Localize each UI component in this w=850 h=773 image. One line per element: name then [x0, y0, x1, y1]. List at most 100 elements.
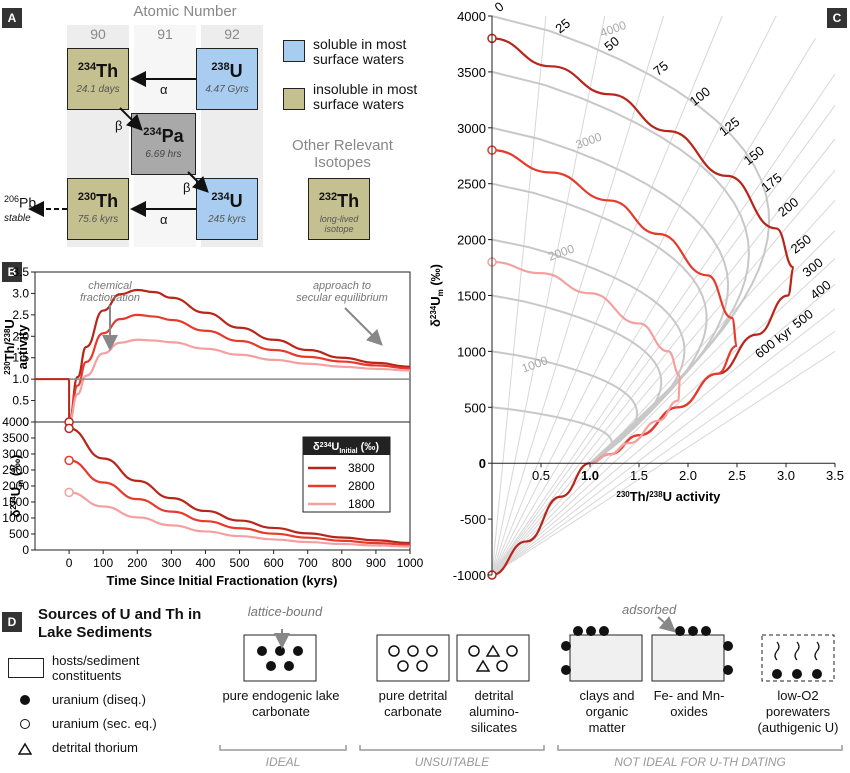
isochron-line — [491, 105, 836, 576]
th232-note: long-lived isotope — [319, 214, 359, 234]
isochron-line — [491, 230, 836, 576]
th234-box: 234Th 24.1 days — [67, 48, 129, 110]
delta-start-point-2800 — [64, 455, 74, 466]
legend-det-th-text: detrital thorium — [52, 740, 138, 755]
age-label: 250 — [788, 231, 814, 256]
age-label: 300 — [799, 255, 825, 280]
c-ytick-label: -500 — [460, 512, 486, 527]
c-ytick-label: 3000 — [457, 121, 486, 136]
age-label: 75 — [650, 58, 671, 79]
ideal-group-label: IDEAL — [265, 755, 301, 769]
alumino-label: detrital alumino-silicates — [469, 688, 519, 735]
pb206-label: 206Pb — [4, 194, 37, 211]
isochron-line — [491, 138, 836, 576]
growth-curve-grey — [491, 294, 663, 465]
decay-arrows — [28, 71, 209, 217]
pre-fractionation-line — [35, 378, 71, 422]
growth-curve-grey — [491, 350, 638, 465]
clays-box — [569, 634, 643, 682]
endogenic-label: pure endogenic lake carbonate — [222, 688, 340, 719]
c-xtick-label: 3.0 — [777, 468, 795, 483]
isochron-line — [491, 15, 606, 576]
age-label: 150 — [741, 143, 767, 168]
isochron-line — [491, 15, 547, 576]
c-ytick-label: 1000 — [457, 344, 486, 359]
b-bot-ytick-label: 0 — [22, 543, 29, 557]
b-xtick-label: 400 — [195, 556, 215, 570]
c-ytick-label: 0 — [479, 456, 486, 471]
alumino-markers — [468, 644, 518, 672]
u238-half-life: 4.47 Gyrs — [205, 84, 249, 95]
age-label: 500 — [790, 306, 816, 331]
atomic-number-90: 90 — [90, 26, 106, 42]
c-xtick-label: 1.0 — [581, 468, 599, 483]
panel-a-label: A — [2, 8, 22, 28]
unsuitable-bracket — [359, 745, 545, 751]
th234-half-life: 24.1 days — [76, 84, 120, 95]
b-legend-3800: 3800 — [348, 461, 375, 475]
isochron-line — [491, 15, 723, 576]
age-label: 100 — [687, 84, 713, 109]
adsorbed-label: adsorbed — [622, 602, 677, 617]
panel-d-label: D — [2, 612, 22, 632]
panel-c-label: C — [827, 8, 847, 28]
age-label: 125 — [716, 114, 742, 139]
c-ylabel: δ234Um (‰) — [428, 264, 445, 327]
beta-arrow-bottom — [187, 171, 209, 193]
soluble-swatch — [283, 40, 305, 62]
panel-d-graphics — [219, 616, 843, 751]
clays-label: clays and organic matter — [579, 688, 635, 735]
detrital-carb-u-rings — [388, 645, 438, 672]
isochron-line — [491, 38, 816, 576]
panel-b-label: B — [2, 262, 22, 282]
adsorbed-arrow — [657, 616, 677, 633]
legend-u-seceq-text: uranium (sec. eq.) — [52, 716, 157, 731]
porewater-label: low-O2 porewaters (authigenic U) — [757, 688, 839, 735]
b-xtick-label: 800 — [332, 556, 352, 570]
pa234-half-life: 6.69 hrs — [145, 149, 182, 160]
clays-u-dots — [561, 626, 609, 675]
th232-box: 232Th long-lived isotope — [308, 178, 370, 240]
isochron-line — [491, 73, 836, 576]
alpha-label-bottom: α — [160, 212, 168, 227]
isochron-line — [491, 200, 836, 576]
growth-curve-grey — [491, 406, 613, 465]
alumino-box — [456, 634, 530, 682]
age-label: 0 — [492, 0, 507, 15]
beta-label-top: β — [115, 118, 123, 133]
atomic-number-92: 92 — [224, 26, 240, 42]
b-bot-ytick-label: 2500 — [2, 463, 29, 477]
th230-half-life: 75.6 kyrs — [77, 214, 119, 225]
soluble-text: soluble in most surface waters — [313, 36, 407, 67]
age-label: 200 — [775, 194, 801, 219]
b-xtick-label: 900 — [366, 556, 386, 570]
isochron-line — [491, 258, 836, 576]
porewater-u-dots — [772, 669, 822, 679]
b-top-ytick-label: 3.5 — [12, 265, 29, 279]
beta-arrow-top — [119, 107, 143, 131]
delta-series-2800 — [68, 459, 411, 546]
c-xtick-label: 2.5 — [728, 468, 746, 483]
b-legend-2800: 2800 — [348, 479, 375, 493]
u234-half-life: 245 kyrs — [208, 214, 246, 225]
b-bot-ytick-label: 3000 — [2, 447, 29, 461]
b-bot-ytick-label: 2000 — [2, 479, 29, 493]
activity-series-1800 — [68, 338, 411, 424]
isochron-line — [491, 283, 836, 576]
legend-triangle-icon — [18, 742, 32, 755]
b-bot-ytick-label: 1000 — [2, 511, 29, 525]
b-xtick-label: 1000 — [397, 556, 424, 570]
age-label: 175 — [758, 170, 784, 195]
annot-right-arrow — [344, 307, 383, 346]
isochron-line — [491, 330, 836, 576]
beta-label-bottom: β — [183, 180, 191, 195]
evolution-curve-2800 — [491, 149, 739, 465]
c-ytick-label: 4000 — [457, 9, 486, 24]
b-top-ytick-label: 2.5 — [12, 308, 29, 322]
activity-series-3800 — [68, 288, 411, 424]
b-bot-ytick-label: 3500 — [2, 431, 29, 445]
d-title: Sources of U and Th in Lake Sediments — [38, 606, 202, 641]
activity-series-2800 — [68, 313, 411, 424]
annot-fractionation: fractionation — [80, 292, 140, 304]
